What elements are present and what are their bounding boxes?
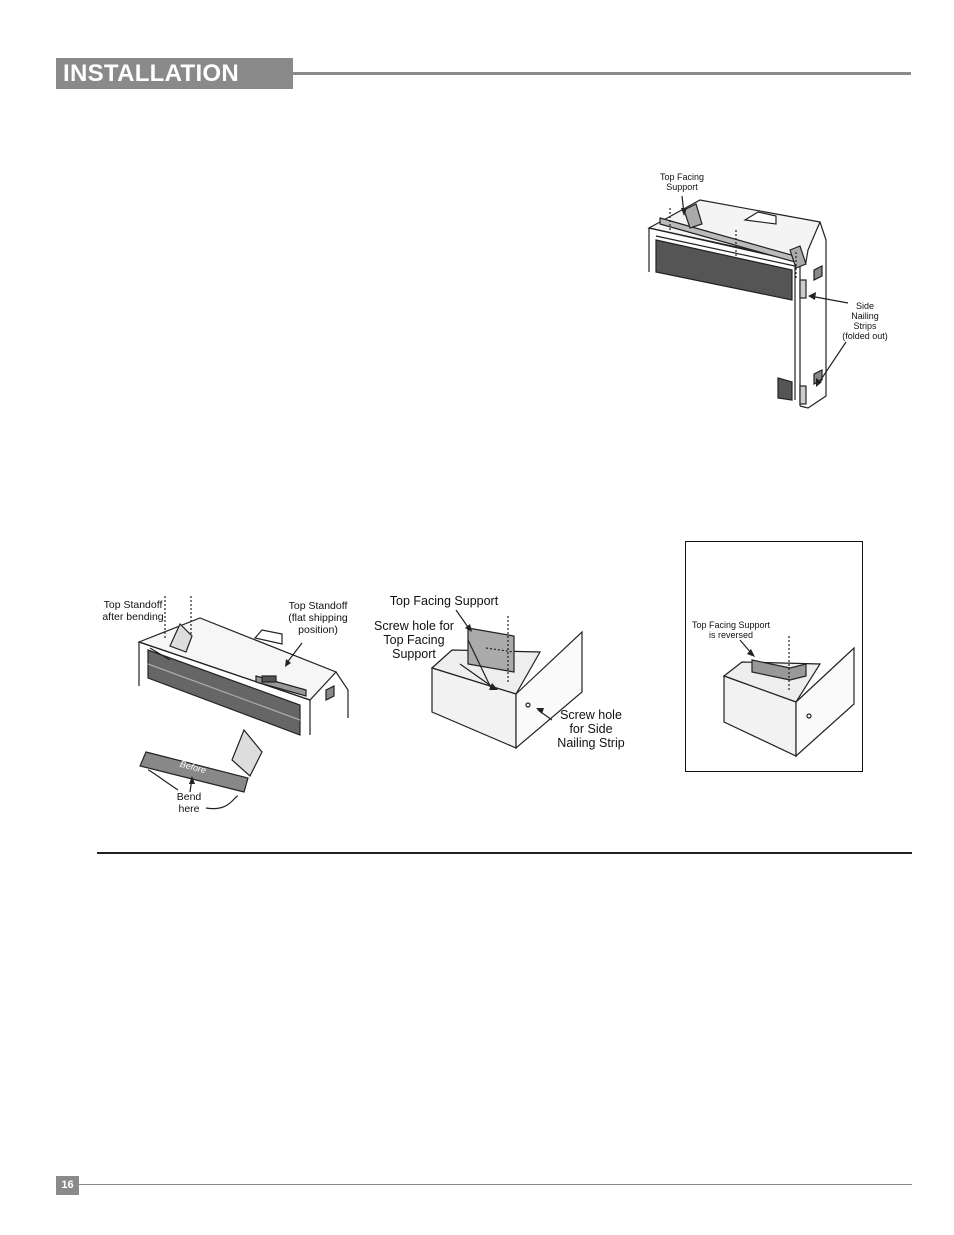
header-tab <box>56 58 293 89</box>
label-mid-top-facing-support: Top Facing Support <box>389 594 499 608</box>
page-title: INSTALLATION <box>63 60 240 87</box>
label-screw-hole-top: Screw hole for Top Facing Support <box>374 619 454 661</box>
label-top-standoff-flat: Top Standoff (flat shipping position) <box>288 600 348 636</box>
page-number: 16 <box>56 1176 79 1195</box>
label-screw-hole-side: Screw hole for Side Nailing Strip <box>557 708 625 750</box>
label-reversed: Top Facing Support is reversed <box>691 620 771 641</box>
label-bend-here: Bend here <box>176 791 202 815</box>
label-top-standoff-after: Top Standoff after bending <box>102 599 164 623</box>
label-side-nailing-strips: Side Nailing Strips (folded out) <box>842 301 888 342</box>
label-top-facing-support: Top Facing Support <box>659 172 705 193</box>
section-divider <box>97 852 912 854</box>
inset-box <box>685 541 863 772</box>
footer-rule <box>78 1184 912 1185</box>
header-rule <box>293 72 911 75</box>
